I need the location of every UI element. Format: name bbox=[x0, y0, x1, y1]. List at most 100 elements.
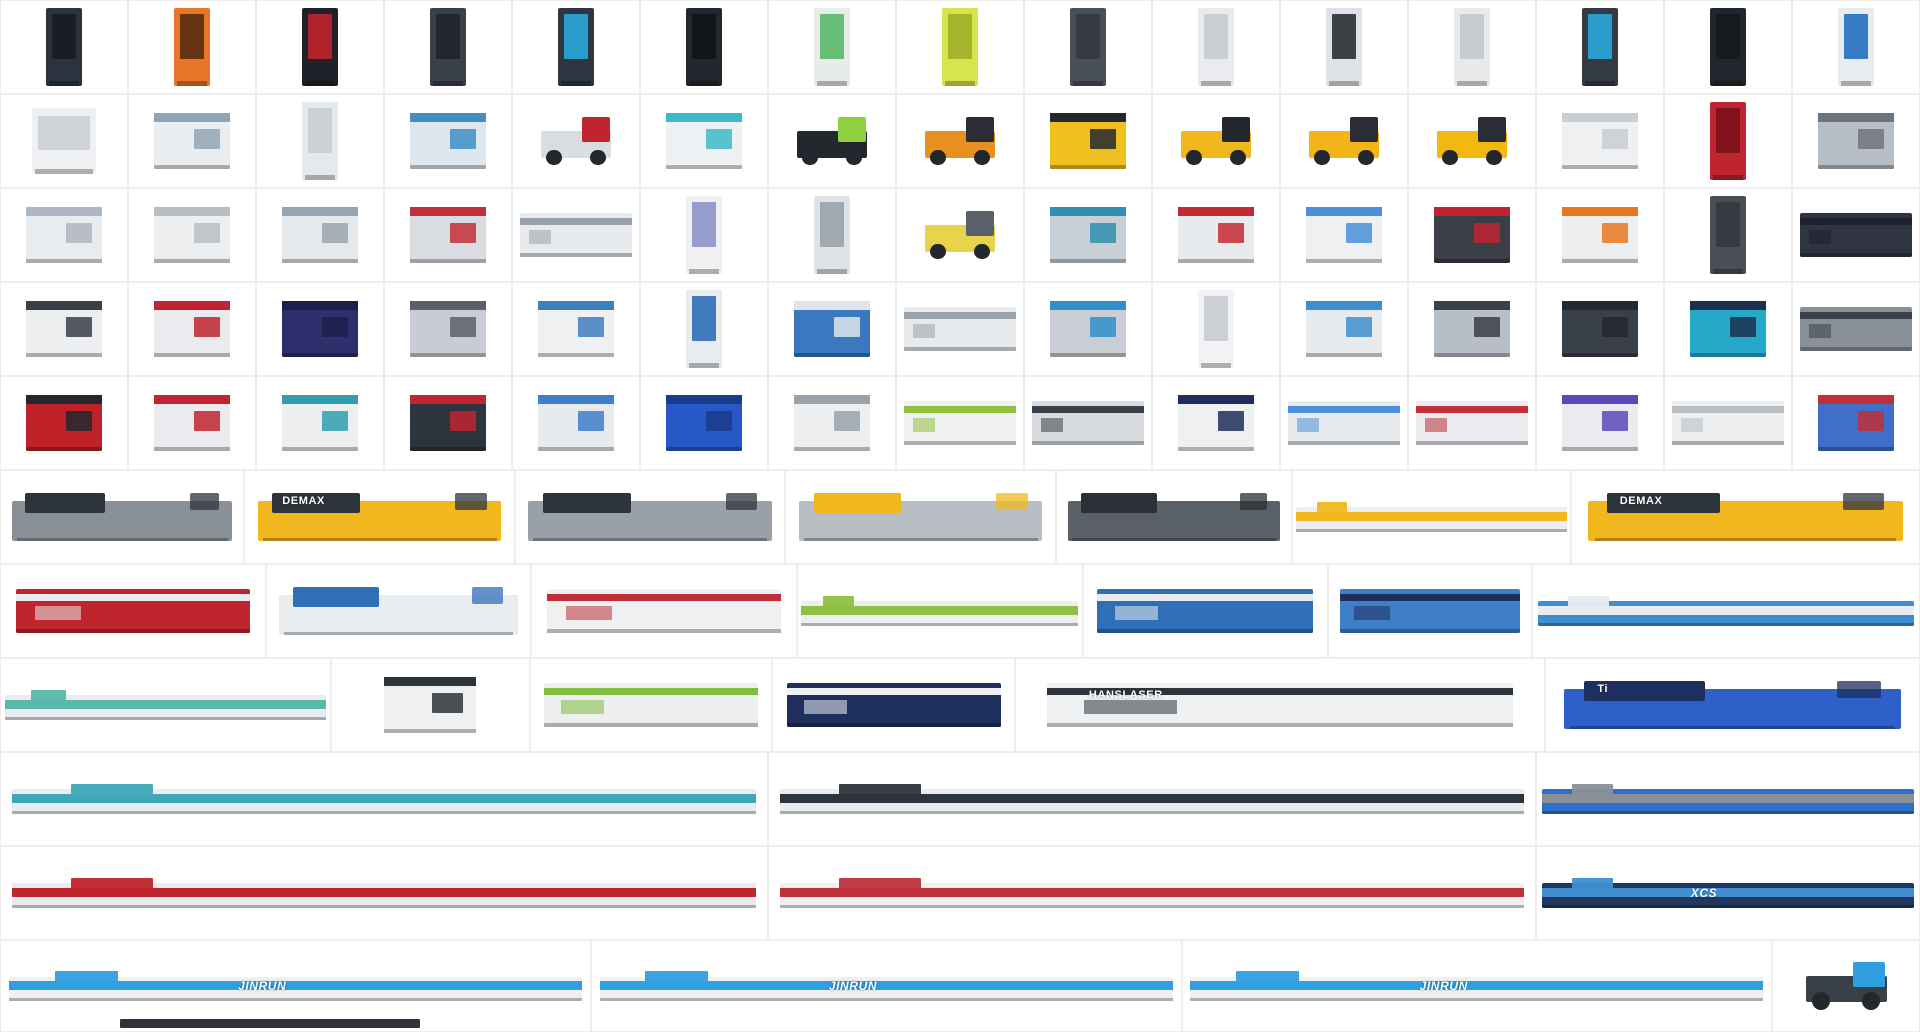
filling-machine-white-accent-part bbox=[793, 394, 871, 404]
production-line-machines bbox=[768, 752, 1536, 846]
flow-meter-blue bbox=[640, 376, 768, 470]
machine-window-gray-image bbox=[1433, 300, 1511, 358]
machine-red-accent-accent-part bbox=[153, 300, 231, 310]
injection-molder-demax-image: DEMAX bbox=[257, 492, 502, 542]
vending-machine-dark bbox=[0, 0, 128, 94]
machine-white-dark-module-image bbox=[384, 676, 477, 734]
palletizer-robot-end-w1-part bbox=[1812, 992, 1830, 1010]
xray-baggage-scanner-base-part bbox=[1031, 440, 1145, 445]
red-gantry-machine-accent-part bbox=[15, 593, 250, 602]
excavator-yellow-w1-part bbox=[1442, 149, 1458, 166]
machine-gray-window-win-part bbox=[449, 316, 476, 337]
flow-meter-blue-accent-part bbox=[665, 394, 743, 404]
helicopter-w2-part bbox=[590, 149, 606, 166]
lab-fume-hood-win-part bbox=[1601, 128, 1628, 149]
hanslaser-machine-image: HANSLASER bbox=[1046, 683, 1514, 727]
machine-green-white-base-part bbox=[544, 722, 758, 727]
machine-line-red-image bbox=[1415, 401, 1529, 445]
switchgear-cabinets-base-part bbox=[409, 446, 487, 452]
slitting-line-red-cabinets-win-part bbox=[71, 877, 154, 892]
parcel-locker-white-base-part bbox=[1200, 80, 1232, 86]
machine-two-windows-accent-part bbox=[25, 300, 103, 310]
dental-chair-white bbox=[1152, 282, 1280, 376]
machine-blue-tanks-image bbox=[537, 300, 615, 358]
parcel-locker-white bbox=[1152, 0, 1280, 94]
machine-dark-red-window-base-part bbox=[1433, 258, 1511, 264]
machine-gray-window-base-part bbox=[409, 352, 487, 358]
cnc-machining-center-accent-part bbox=[281, 206, 359, 216]
wide-gray-machine-image bbox=[1799, 307, 1913, 351]
machine-blue-window-win-part bbox=[1345, 222, 1372, 243]
machine-red-accent-image bbox=[153, 300, 231, 358]
agv-robot-image bbox=[665, 112, 743, 170]
injection-molder-yellow-hopper-base-part bbox=[803, 537, 1038, 542]
surgical-table-win-part bbox=[912, 323, 936, 338]
large-dark-machine-win-part bbox=[1808, 229, 1832, 244]
production-line-machines-base-part bbox=[779, 811, 1525, 815]
tool-cabinet-dark-accent-part bbox=[1587, 13, 1613, 59]
cnc-machine-red-accent-part bbox=[409, 206, 487, 216]
machine-white-dark-module bbox=[331, 658, 530, 752]
jinrun-line-segment-1-base-part bbox=[8, 997, 582, 1001]
injection-molder-blue-white-win-part bbox=[472, 586, 504, 605]
long-machine-white-win-part bbox=[1680, 417, 1704, 432]
cnc-machine-white-base-part bbox=[153, 164, 231, 170]
xcs-line-navy: XCS bbox=[1536, 846, 1920, 940]
cnc-machine-navy-win-part bbox=[321, 316, 348, 337]
injection-molder-dark bbox=[1056, 470, 1292, 564]
machine-teal-trim-accent-part bbox=[281, 394, 359, 404]
cnc-machine-navy-accent-part bbox=[281, 300, 359, 310]
production-line-machines-win-part bbox=[839, 783, 922, 798]
surgical-table-base-part bbox=[903, 346, 1017, 351]
filling-machine-white-win-part bbox=[833, 410, 860, 431]
parcel-locker-white-accent-part bbox=[1203, 13, 1229, 59]
switchgear-cabinets-accent-part bbox=[409, 394, 487, 404]
lab-analyzer-blue-image bbox=[1838, 8, 1874, 86]
lab-fume-hood-accent-part bbox=[1561, 112, 1639, 122]
injection-molder-gray-accent-part bbox=[25, 492, 105, 514]
jinrun-line-segment-3: JINRUN bbox=[1181, 940, 1773, 1032]
red-cabinet-machine-accent-part bbox=[1715, 107, 1741, 153]
assembly-line-blue-accent-part bbox=[1287, 405, 1401, 414]
slitting-line-red-cabinets-image bbox=[11, 877, 757, 909]
battery-swap-cabinet-lime bbox=[896, 0, 1024, 94]
battery-swap-cabinet-lime-accent-part bbox=[947, 13, 973, 59]
tall-machine-blue-base-part bbox=[688, 362, 720, 368]
slitting-line-red-cabinets bbox=[0, 846, 768, 940]
cnc-machine-blue bbox=[384, 94, 512, 188]
cool-box-vending-machine bbox=[640, 0, 768, 94]
machine-line-red-accent-part bbox=[1415, 405, 1529, 414]
jinrun-line-segment-3-image: JINRUN bbox=[1190, 971, 1764, 1001]
switchgear-cabinets-win-part bbox=[449, 410, 476, 431]
machine-dark-red-window-image bbox=[1433, 206, 1511, 264]
injection-molder-gray-yellow bbox=[514, 470, 786, 564]
xcs-line-navy-win-part bbox=[1571, 877, 1613, 892]
ultrasound-cart-accent-part bbox=[691, 201, 717, 247]
grid-row-3 bbox=[0, 188, 1920, 282]
small-machines-colorful-base-part bbox=[1817, 446, 1895, 452]
forklift-stacker-yellow-w1-part bbox=[1186, 149, 1202, 166]
kiosk-machine-gray bbox=[768, 188, 896, 282]
packaging-machine-white-accent-part bbox=[25, 206, 103, 216]
dark-cabinet-machine bbox=[1664, 188, 1792, 282]
excavator-yellow bbox=[1408, 94, 1536, 188]
flow-meter-blue-image bbox=[665, 394, 743, 452]
ultrasound-cart bbox=[640, 188, 768, 282]
flow-meter-blue-base-part bbox=[665, 446, 743, 452]
extrusion-line-blue-gray bbox=[1536, 752, 1920, 846]
machine-gray-window-accent-part bbox=[409, 300, 487, 310]
machine-red-accent bbox=[128, 282, 256, 376]
dump-truck-yellow bbox=[1280, 94, 1408, 188]
dump-truck-yellow-image bbox=[1308, 116, 1380, 166]
machine-red-trim-base-part bbox=[153, 446, 231, 452]
ultrasound-cart-image bbox=[686, 196, 722, 274]
glass-door-cooler-base-part bbox=[432, 80, 464, 86]
machine-teal-window bbox=[1024, 188, 1152, 282]
assembly-line-blue-win-part bbox=[1296, 417, 1320, 432]
dark-cabinet-machine-base-part bbox=[1712, 268, 1744, 274]
tool-cabinet-dark-base-part bbox=[1584, 80, 1616, 86]
injection-molder-ti-blue: Ti bbox=[1544, 658, 1920, 752]
machine-green-white-image bbox=[544, 683, 758, 727]
machine-orange-trim bbox=[1536, 188, 1664, 282]
